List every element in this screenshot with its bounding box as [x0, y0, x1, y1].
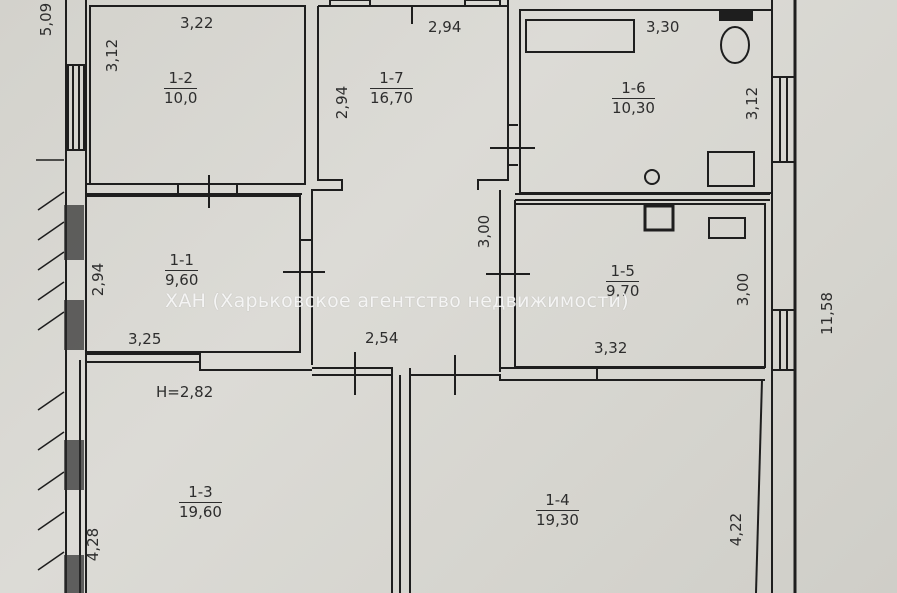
- room-number: 1-2: [164, 70, 198, 89]
- dim-corridor-height: 3,00: [475, 214, 494, 249]
- room-1-4: 1-4 19,30: [536, 492, 579, 528]
- room-number: 1-5: [606, 263, 640, 282]
- room-area: 9,70: [606, 281, 640, 300]
- room-1-6: 1-6 10,30: [612, 80, 655, 116]
- dim-1-1-width: 3,25: [128, 330, 162, 348]
- room-area: 19,30: [536, 510, 579, 529]
- room-1-3: 1-3 19,60: [179, 484, 222, 520]
- room-area: 10,30: [612, 98, 655, 117]
- dim-overall-left: 5,09: [37, 2, 56, 37]
- dim-1-6-height: 3,12: [743, 86, 762, 121]
- room-number: 1-1: [165, 252, 199, 271]
- dim-1-6-width: 3,30: [646, 18, 680, 36]
- dim-1-4-height: 4,22: [727, 512, 746, 547]
- room-number: 1-4: [536, 492, 579, 511]
- room-1-5: 1-5 9,70: [606, 263, 640, 300]
- ceiling-height: H=2,82: [156, 383, 214, 401]
- room-area: 16,70: [370, 88, 413, 107]
- room-area: 19,60: [179, 502, 222, 521]
- dim-corridor-width: 2,54: [365, 329, 399, 347]
- room-number: 1-6: [612, 80, 655, 99]
- room-1-1: 1-1 9,60: [165, 252, 199, 289]
- dim-1-5-height: 3,00: [734, 272, 753, 307]
- dim-1-7-height: 2,94: [333, 85, 352, 120]
- dim-1-2-width: 3,22: [180, 14, 214, 32]
- dim-1-1-height: 2,94: [89, 262, 108, 297]
- dim-1-5-width: 3,32: [594, 339, 628, 357]
- watermark: ХАН (Харьковское агентство недвижимости): [165, 290, 629, 312]
- room-area: 10,0: [164, 88, 198, 107]
- dim-overall-right: 11,58: [817, 292, 836, 335]
- dim-1-3-height: 4,28: [84, 527, 103, 562]
- room-number: 1-3: [179, 484, 222, 503]
- room-1-7: 1-7 16,70: [370, 70, 413, 106]
- dim-1-7-width: 2,94: [428, 18, 462, 36]
- room-area: 9,60: [165, 270, 199, 289]
- room-number: 1-7: [370, 70, 413, 89]
- dim-1-2-height: 3,12: [103, 38, 122, 73]
- room-1-2: 1-2 10,0: [164, 70, 198, 107]
